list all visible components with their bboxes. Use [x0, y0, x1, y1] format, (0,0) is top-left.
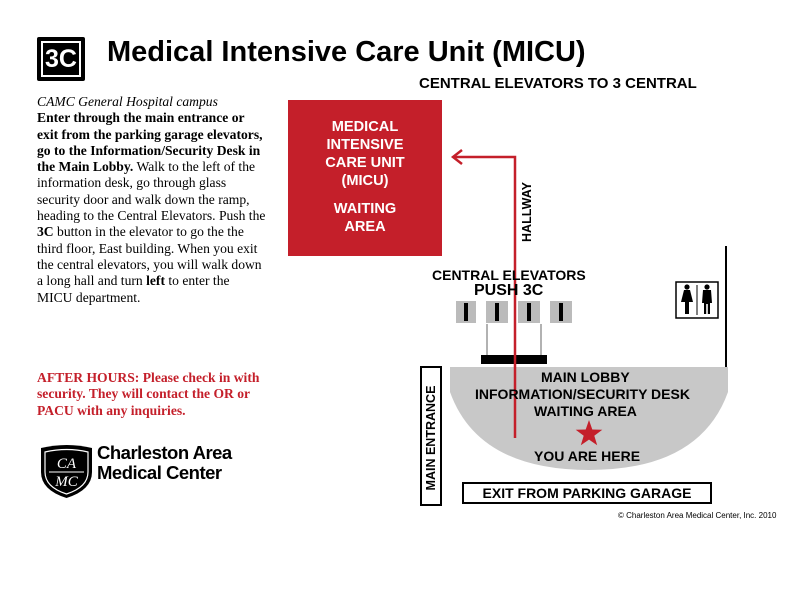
directions-text: CAMC General Hospital campus Enter throu… — [37, 94, 267, 306]
lobby-label-2: INFORMATION/SECURITY DESK — [475, 386, 690, 402]
restroom-icon — [675, 281, 719, 319]
micu-label-1: MEDICAL — [331, 119, 399, 135]
you-are-here-star-icon — [575, 420, 603, 446]
route-arrow-icon — [450, 149, 463, 165]
lobby-label-3: WAITING AREA — [534, 403, 637, 419]
micu-label-5: WAITING — [333, 201, 397, 217]
lobby-label-1: MAIN LOBBY — [541, 369, 630, 385]
central-elevators-label: CENTRAL ELEVATORS — [432, 267, 586, 283]
page-title: Medical Intensive Care Unit (MICU) — [107, 36, 586, 68]
main-entrance-label: MAIN ENTRANCE — [424, 385, 438, 491]
logo-line-2: Medical Center — [97, 462, 222, 483]
turn-direction: left — [146, 273, 165, 289]
camc-logo-icon: CA MC — [41, 445, 92, 498]
unit-badge-label: 3C — [41, 41, 81, 77]
micu-label-2: INTENSIVE — [326, 137, 404, 153]
you-are-here-label: YOU ARE HERE — [534, 448, 641, 464]
logo-monogram-top: CA — [57, 456, 77, 472]
logo-monogram-bottom: MC — [54, 474, 78, 490]
directions-body: Enter through the main entrance or exit … — [37, 110, 267, 306]
after-hours-notice: AFTER HOURS: Please check in with securi… — [37, 370, 260, 418]
main-entrance: MAIN ENTRANCE — [420, 366, 442, 506]
page-subtitle: CENTRAL ELEVATORS TO 3 CENTRAL — [419, 75, 697, 92]
micu-label-3: CARE UNIT — [325, 155, 405, 171]
main-lobby-area — [450, 367, 728, 470]
route-path — [454, 155, 517, 438]
directions-intro: Enter through the main entrance or exit … — [37, 110, 263, 175]
parking-garage-exit-label: EXIT FROM PARKING GARAGE — [482, 485, 692, 501]
unit-badge: 3C — [37, 37, 85, 81]
directions-part-1: Walk to the left of the information desk… — [37, 159, 266, 224]
micu-label-4: (MICU) — [341, 173, 389, 189]
logo-wordmark: Charleston Area Medical Center — [97, 443, 232, 483]
hallway-label: HALLWAY — [520, 182, 534, 242]
parking-garage-exit: EXIT FROM PARKING GARAGE — [462, 482, 712, 504]
elevator-button-label: 3C — [37, 224, 54, 240]
directions-part-3: to enter the MICU department. — [37, 273, 230, 305]
directions-part-2: button in the elevator to go the the thi… — [37, 224, 262, 289]
elevator-bank — [456, 301, 572, 323]
campus-name: CAMC General Hospital campus — [37, 94, 218, 109]
copyright-notice: © Charleston Area Medical Center, Inc. 2… — [618, 511, 777, 520]
micu-label-6: AREA — [344, 219, 386, 235]
logo-line-1: Charleston Area — [97, 442, 232, 463]
micu-waiting-area: MEDICAL INTENSIVE CARE UNIT (MICU) WAITI… — [288, 100, 442, 256]
push-3c-label: PUSH 3C — [474, 282, 544, 299]
